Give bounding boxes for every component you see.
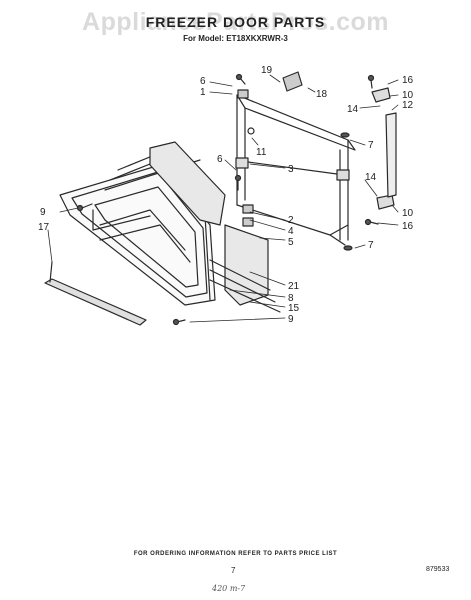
callout-12: 12	[402, 100, 414, 111]
vertical-hinge-bar	[385, 112, 397, 198]
watermark-text: AppliancePartsPros.com	[82, 8, 389, 36]
callout-6b: 6	[217, 154, 223, 165]
callout-1: 1	[200, 87, 206, 98]
door-handle-parts	[235, 157, 350, 181]
page-number: 7	[231, 566, 236, 575]
callout-11: 11	[256, 147, 267, 158]
callout-14b: 14	[365, 172, 377, 183]
page-title: FREEZER DOOR PARTS	[145, 14, 326, 30]
model-subtitle: For Model: ET18XKXRWR-3	[183, 34, 288, 43]
screws	[76, 73, 379, 326]
callout-16: 16	[402, 75, 414, 86]
ordering-information-note: FOR ORDERING INFORMATION REFER TO PARTS …	[133, 551, 338, 557]
callout-18: 18	[316, 89, 328, 100]
callout-9: 9	[40, 207, 46, 218]
callout-10: 10	[402, 90, 414, 101]
callout-14: 14	[347, 104, 359, 115]
door-frame-bracket	[236, 94, 356, 246]
callout-15: 15	[288, 303, 300, 314]
callout-7: 7	[368, 140, 374, 151]
callout-2: 2	[288, 215, 294, 226]
handwritten-note: 420 m-7	[212, 584, 246, 593]
bottom-gasket-rail	[44, 261, 147, 326]
callout-9b: 9	[288, 314, 294, 325]
callout-16b: 16	[402, 221, 414, 232]
callout-4: 4	[288, 226, 294, 237]
callout-21: 21	[288, 281, 300, 292]
callout-17: 17	[38, 222, 50, 233]
callout-3: 3	[288, 164, 294, 175]
leader-lines	[47, 74, 399, 323]
callout-8: 8	[288, 293, 294, 304]
callout-10b: 10	[402, 208, 414, 219]
callout-6: 6	[200, 76, 206, 87]
callout-labels: 19 18 16 10 6 1 14 12 7 11 3 6 14 9 2 4 …	[38, 65, 414, 325]
retainer-strips	[209, 259, 281, 313]
callout-19: 19	[261, 65, 273, 76]
document-code: 879533	[426, 566, 450, 573]
hinge-pieces	[237, 87, 395, 227]
cover-plate	[282, 71, 303, 92]
callout-7b: 7	[368, 240, 374, 251]
callout-5: 5	[288, 237, 294, 248]
